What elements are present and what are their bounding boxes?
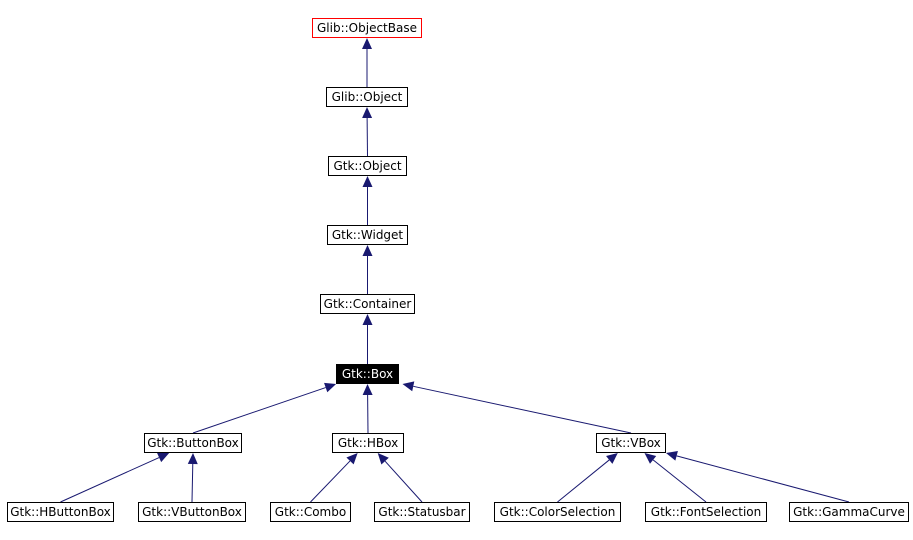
node-gtk-combo[interactable]: Gtk::Combo — [270, 502, 351, 522]
node-gtk-colorselection[interactable]: Gtk::ColorSelection — [494, 502, 621, 522]
edge-gtk-colorselection-to-gtk-vbox — [557, 459, 610, 503]
node-gtk-container[interactable]: Gtk::Container — [320, 294, 415, 314]
edge-gtk-vbox-to-gtk-box — [413, 385, 632, 434]
arrowhead-gtk-box — [362, 384, 373, 396]
node-glib-object[interactable]: Glib::Object — [326, 87, 408, 107]
arrowhead-gtk-hbox — [377, 453, 389, 465]
arrowhead-gtk-widget — [362, 245, 373, 256]
arrowhead-gtk-buttonbox — [157, 452, 170, 463]
node-gtk-object[interactable]: Gtk::Object — [328, 156, 407, 176]
arrowhead-gtk-container — [362, 314, 373, 325]
node-gtk-box[interactable]: Gtk::Box — [336, 364, 399, 384]
node-gtk-hbuttonbox[interactable]: Gtk::HButtonBox — [7, 502, 114, 522]
edge-gtk-hbuttonbox-to-gtk-buttonbox — [60, 457, 160, 503]
node-gtk-statusbar[interactable]: Gtk::Statusbar — [374, 502, 470, 522]
arrowhead-gtk-object — [362, 176, 373, 187]
arrowhead-glib-object — [362, 107, 373, 119]
node-gtk-fontselection[interactable]: Gtk::FontSelection — [645, 502, 767, 522]
arrowhead-glib-objectbase — [362, 38, 372, 49]
arrowhead-gtk-box — [402, 381, 415, 392]
node-gtk-widget[interactable]: Gtk::Widget — [327, 225, 408, 245]
arrowhead-gtk-vbox — [666, 451, 678, 461]
edge-gtk-gammacurve-to-gtk-vbox — [676, 455, 850, 503]
arrowhead-gtk-buttonbox — [187, 453, 198, 465]
node-gtk-vbuttonbox[interactable]: Gtk::VButtonBox — [138, 502, 246, 522]
edge-gtk-fontselection-to-gtk-vbox — [652, 459, 707, 503]
node-gtk-vbox[interactable]: Gtk::VBox — [596, 433, 666, 453]
arrowhead-gtk-box — [324, 382, 337, 393]
edge-gtk-statusbar-to-gtk-hbox — [384, 460, 423, 503]
node-glib-objectbase[interactable]: Glib::ObjectBase — [312, 18, 422, 38]
arrowhead-gtk-vbox — [644, 453, 657, 464]
node-gtk-gammacurve[interactable]: Gtk::GammaCurve — [789, 502, 909, 522]
edge-gtk-combo-to-gtk-hbox — [310, 460, 351, 503]
arrowhead-gtk-vbox — [606, 453, 618, 464]
node-gtk-hbox[interactable]: Gtk::HBox — [332, 433, 404, 453]
edge-gtk-vbuttonbox-to-gtk-buttonbox — [191, 463, 194, 503]
edge-gtk-buttonbox-to-gtk-box — [192, 387, 326, 434]
arrowhead-gtk-hbox — [346, 453, 358, 465]
node-gtk-buttonbox[interactable]: Gtk::ButtonBox — [144, 433, 242, 453]
